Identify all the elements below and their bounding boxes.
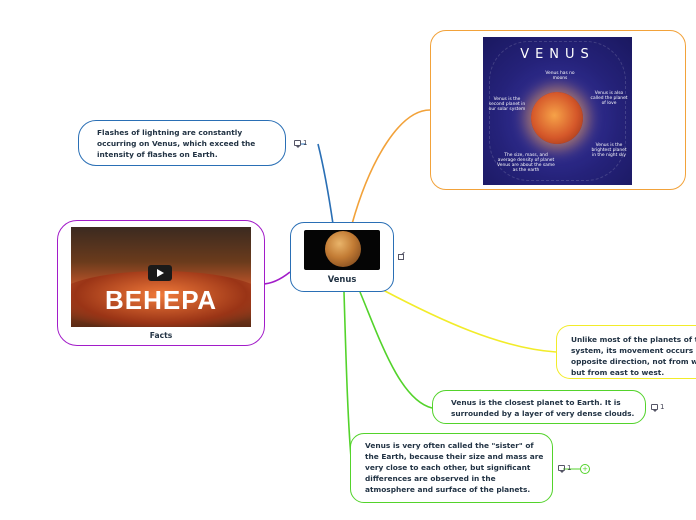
rotation-text: but from east to west. bbox=[571, 368, 665, 377]
central-title: Venus bbox=[327, 274, 357, 284]
connector-facts bbox=[261, 271, 291, 285]
sister-topic[interactable]: Venus is very often called the "sister" … bbox=[350, 433, 553, 503]
expand-collapse-button[interactable]: + bbox=[580, 464, 590, 474]
comment-icon bbox=[651, 404, 658, 412]
connector-infographic bbox=[351, 109, 431, 225]
infographic-note: Venus is also called the planet of love bbox=[590, 91, 628, 106]
rotation-text: Unlike most of the planets of th bbox=[571, 335, 696, 344]
rotation-text: opposite direction, not from we bbox=[571, 357, 696, 366]
central-topic[interactable]: Venus bbox=[290, 222, 394, 292]
rotation-topic[interactable]: Unlike most of the planets of th system,… bbox=[556, 325, 696, 379]
video-title: ВЕНЕРА bbox=[104, 285, 218, 315]
venus-planet-photo bbox=[304, 230, 380, 270]
closest-comment[interactable]: 1 bbox=[651, 403, 664, 412]
closest-text: Venus is the closest planet to Earth. It… bbox=[451, 398, 635, 418]
infographic-note: Venus is the second planet in our solar … bbox=[488, 97, 526, 112]
sister-text: Venus is very often called the "sister" … bbox=[365, 441, 544, 494]
infographic-topic[interactable]: VENUS Venus has no moons Venus is also c… bbox=[430, 30, 686, 190]
facts-topic[interactable]: ВЕНЕРА Facts bbox=[57, 220, 265, 346]
rotation-text: system, its movement occurs in bbox=[571, 346, 696, 355]
infographic-title: VENUS bbox=[520, 47, 595, 62]
facts-label: Facts bbox=[149, 331, 173, 340]
lightning-comment[interactable]: 1 bbox=[294, 139, 307, 148]
infographic-note: Venus has no moons bbox=[545, 71, 575, 81]
play-icon[interactable] bbox=[148, 265, 172, 281]
connector-lightning bbox=[317, 143, 334, 225]
comment-icon bbox=[558, 465, 565, 473]
external-link-icon[interactable] bbox=[398, 254, 404, 260]
infographic-planet bbox=[531, 92, 583, 144]
closest-topic[interactable]: Venus is the closest planet to Earth. It… bbox=[432, 390, 646, 424]
comment-icon bbox=[294, 140, 301, 148]
lightning-text: Flashes of lightning are constantly occu… bbox=[97, 128, 256, 159]
connector-rotation bbox=[382, 289, 557, 353]
venus-infographic: VENUS Venus has no moons Venus is also c… bbox=[483, 37, 632, 185]
sister-comment[interactable]: 1 bbox=[558, 464, 571, 473]
lightning-topic[interactable]: Flashes of lightning are constantly occu… bbox=[78, 120, 286, 166]
connector-closest bbox=[359, 291, 433, 409]
facts-video-thumbnail[interactable]: ВЕНЕРА bbox=[71, 227, 251, 327]
